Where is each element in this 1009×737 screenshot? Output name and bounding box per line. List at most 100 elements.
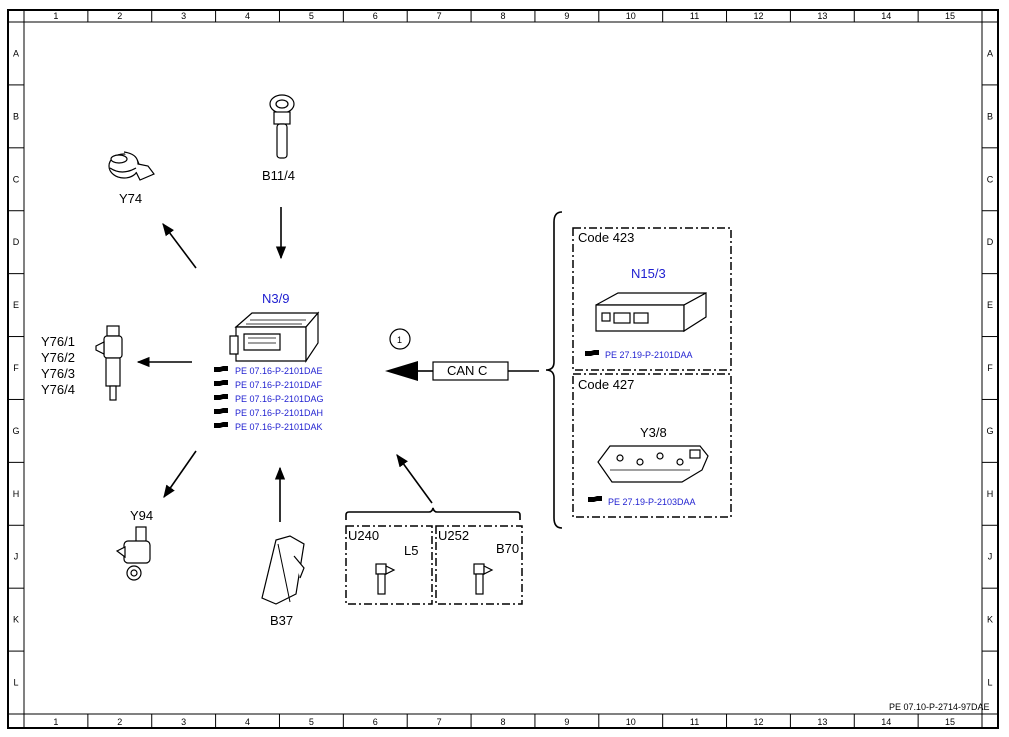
frame-row-label: B [987,111,993,121]
frame-column-label: 4 [245,11,250,21]
n15-3-label: N15/3 [631,266,666,281]
frame-column-label: 12 [753,11,763,21]
n3-9-reference-list: PE 07.16-P-2101DAE PE 07.16-P-2101DAF PE 0… [214,366,324,432]
y74-label: Y74 [119,191,142,206]
n3-9-label: N3/9 [262,291,289,306]
frame-column-label: 13 [817,11,827,21]
reference-hand-icon [214,366,228,372]
frame-column-label: 10 [626,717,636,727]
frame-column-label: 6 [373,11,378,21]
frame-grid-ticks [8,10,998,728]
b37-label: B37 [270,613,293,628]
y94-valve-icon [115,526,151,581]
frame-column-label: 10 [626,11,636,21]
frame-column-label: 2 [117,717,122,727]
frame-grid-labels: 1122334455667788991010111112121313141415… [12,11,993,727]
frame-row-label: H [987,489,994,499]
frame-column-label: 7 [437,717,442,727]
y76-4-label: Y76/4 [41,382,75,397]
y74-valve-icon [108,151,155,181]
frame-row-label: D [987,237,994,247]
n3-9-reference: PE 07.16-P-2101DAH [235,408,323,418]
reference-hand-icon [585,350,599,356]
n3-9-reference: PE 07.16-P-2101DAK [235,422,323,432]
frame-column-label: 9 [564,11,569,21]
frame-column-label: 7 [437,11,442,21]
can-marker-number: 1 [397,335,402,345]
speed-sensor-brace [345,507,521,520]
frame-row-label: C [13,174,20,184]
code-423-title: Code 423 [578,230,634,245]
frame-column-label: 6 [373,717,378,727]
y76-injector-icon [95,325,123,401]
y76-labels: Y76/1 Y76/2 Y76/3 Y76/4 [41,334,75,397]
frame-column-label: 3 [181,11,186,21]
frame-column-label: 1 [53,717,58,727]
frame-row-label: A [987,48,993,58]
y94-label: Y94 [130,508,153,523]
speed-sensor-arrow [396,453,433,504]
frame-column-label: 1 [53,11,58,21]
u252-box [435,525,523,605]
n3-9-control-unit-icon [229,311,320,363]
u240-box [345,525,433,605]
frame-row-label: J [14,552,19,562]
frame-row-label: D [13,237,20,247]
code-423-reference: PE 27.19-P-2101DAA [605,350,693,360]
l5-sensor-icon [375,563,396,595]
n3-9-reference: PE 07.16-P-2101DAE [235,366,323,376]
frame-row-label: G [986,426,993,436]
u252-label: U252 [438,528,469,543]
code-427-title: Code 427 [578,377,634,392]
reference-hand-icon [214,394,228,400]
frame-row-label: F [13,363,19,373]
frame-row-label: K [13,615,19,625]
can-marker-circle [389,328,411,350]
n3-9-reference: PE 07.16-P-2101DAG [235,394,324,404]
frame-column-label: 3 [181,717,186,727]
frame-row-label: L [987,678,992,688]
frame-row-label: A [13,48,19,58]
reference-hand-icon [214,408,228,414]
b37-pedal-sensor-icon [261,535,305,605]
drawing-frame: 1122334455667788991010111112121313141415… [7,9,999,729]
frame-column-label: 8 [500,11,505,21]
reference-hand-icon [588,496,602,502]
frame-row-label: B [13,111,19,121]
b70-sensor-icon [473,563,494,595]
frame-column-label: 8 [500,717,505,727]
frame-row-label: E [987,300,993,310]
y94-arrow [163,450,197,499]
code-423-box [572,227,732,371]
l5-label: L5 [404,543,418,558]
code-group-brace [545,211,563,529]
frame-column-label: 9 [564,717,569,727]
y76-2-label: Y76/2 [41,350,75,365]
frame-row-label: L [13,678,18,688]
b11-4-label: B11/4 [262,168,295,183]
frame-row-label: E [13,300,19,310]
y76-1-label: Y76/1 [41,334,75,349]
n3-9-reference: PE 07.16-P-2101DAF [235,380,323,390]
reference-hand-icon [214,422,228,428]
frame-column-label: 11 [690,717,699,727]
y3-8-valve-body-icon [597,445,709,483]
frame-column-label: 15 [945,11,955,21]
frame-row-label: C [987,174,994,184]
frame-column-label: 14 [881,717,891,727]
frame-row-label: K [987,615,993,625]
u240-label: U240 [348,528,379,543]
frame-row-label: J [988,552,993,562]
frame-column-label: 11 [690,11,699,21]
can-c-label: CAN C [447,363,487,378]
frame-column-label: 14 [881,11,891,21]
frame-column-label: 2 [117,11,122,21]
frame-row-label: H [13,489,20,499]
frame-column-label: 13 [817,717,827,727]
code-427-box [572,373,732,518]
frame-column-label: 15 [945,717,955,727]
frame-row-label: G [12,426,19,436]
reference-hand-icon [214,380,228,386]
frame-column-label: 5 [309,717,314,727]
